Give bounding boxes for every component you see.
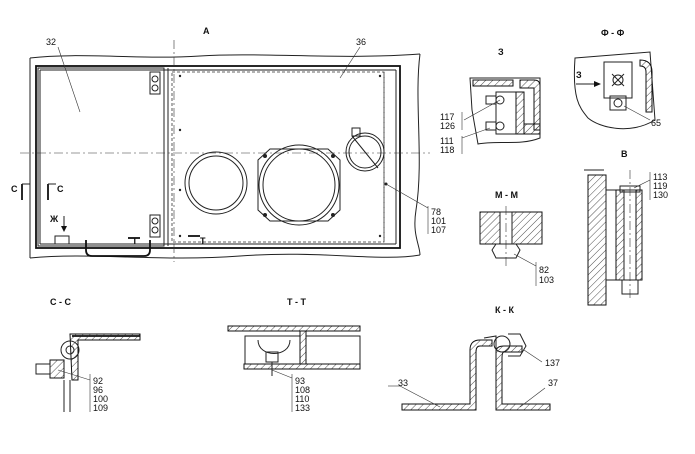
view-v: В 113 119 130 <box>584 149 668 306</box>
view-tt-title: Т - Т <box>287 297 306 307</box>
svg-text:118: 118 <box>440 145 454 155</box>
label-32: 32 <box>46 37 56 47</box>
section-mark-c: С С <box>11 183 64 200</box>
svg-text:110: 110 <box>295 394 309 404</box>
main-view-title: А <box>203 26 210 36</box>
inspection-hatch <box>345 132 385 172</box>
svg-text:109: 109 <box>93 403 108 413</box>
svg-text:92: 92 <box>93 376 103 386</box>
panel-36 <box>171 71 385 243</box>
svg-text:С: С <box>57 184 64 194</box>
view-tt: Т - Т 93 108 110 133 <box>227 297 361 413</box>
door-lock <box>54 235 70 245</box>
frame-outline <box>35 65 401 249</box>
view-ff-title: Ф - Ф <box>601 28 625 38</box>
view-v-title: В <box>621 149 628 159</box>
top-break-line <box>29 53 421 59</box>
svg-text:100: 100 <box>93 394 108 404</box>
svg-text:113: 113 <box>653 172 667 182</box>
svg-text:З: З <box>576 70 582 80</box>
svg-text:111: 111 <box>440 136 454 146</box>
svg-text:101: 101 <box>431 216 446 226</box>
section-mark-t: Т Т <box>128 235 206 246</box>
svg-text:С: С <box>11 184 18 194</box>
svg-text:130: 130 <box>653 190 668 200</box>
view-mm-title: М - М <box>495 190 518 200</box>
door-handle <box>85 240 151 257</box>
svg-text:Т: Т <box>132 236 138 246</box>
main-view: А <box>11 26 446 262</box>
view-mm: М - М 82 103 <box>479 190 554 286</box>
rivets <box>178 74 388 238</box>
svg-text:Т: Т <box>200 236 206 246</box>
bottom-break-line <box>29 253 421 259</box>
label-137: 137 <box>545 358 560 368</box>
svg-text:119: 119 <box>653 181 667 191</box>
view-cc: С - С 92 96 100 109 <box>35 297 141 413</box>
view-arrow-zh: Ж <box>49 214 67 232</box>
svg-text:78: 78 <box>431 207 441 217</box>
round-opening-left <box>184 151 248 215</box>
view-z-title: З <box>498 47 504 57</box>
view-cc-title: С - С <box>50 297 71 307</box>
svg-text:Ж: Ж <box>49 214 59 224</box>
svg-text:93: 93 <box>295 376 305 386</box>
view-kk: К - К 33 37 137 <box>388 305 560 411</box>
view-z: З 117 126 111 118 <box>440 47 541 155</box>
label-36: 36 <box>356 37 366 47</box>
view-kk-title: К - К <box>495 305 514 315</box>
svg-text:107: 107 <box>431 225 446 235</box>
svg-text:103: 103 <box>539 275 554 285</box>
label-65: 65 <box>651 118 661 128</box>
svg-text:96: 96 <box>93 385 103 395</box>
hinge-top <box>149 71 161 95</box>
round-opening-right <box>258 144 340 226</box>
label-33: 33 <box>398 378 408 388</box>
svg-text:126: 126 <box>440 121 455 131</box>
svg-text:82: 82 <box>539 265 549 275</box>
svg-text:108: 108 <box>295 385 310 395</box>
right-break-line <box>414 53 421 256</box>
svg-text:133: 133 <box>295 403 310 413</box>
flange-plate <box>257 148 341 222</box>
hinge-bottom <box>149 214 161 238</box>
label-37: 37 <box>548 378 558 388</box>
callout-78-101-107: 78 101 107 <box>385 183 446 235</box>
view-ff: Ф - Ф З 65 <box>573 28 661 130</box>
svg-text:117: 117 <box>440 112 454 122</box>
